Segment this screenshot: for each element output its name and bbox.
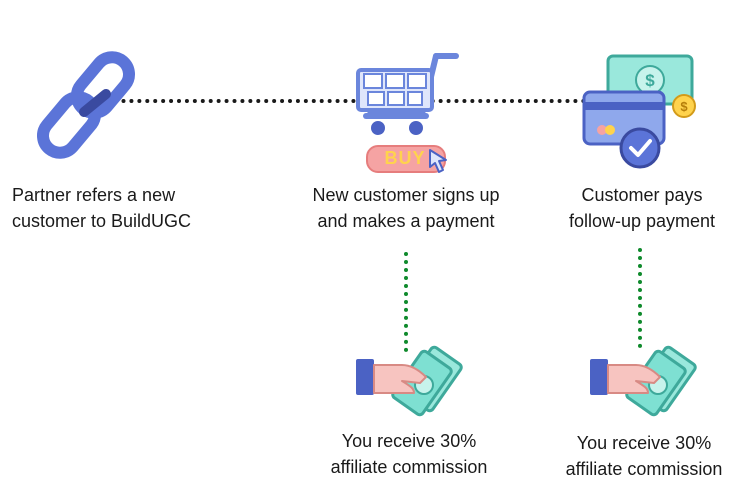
buy-badge-label: BUY	[384, 148, 426, 168]
svg-text:$: $	[680, 99, 688, 114]
cursor-icon	[429, 149, 447, 173]
main-connector-line	[66, 99, 586, 103]
chain-link-icon	[37, 51, 135, 159]
commission-2-label: You receive 30% affiliate commission	[565, 433, 723, 479]
credit-card-icon: $ $	[582, 54, 696, 169]
hand-money-icon	[590, 345, 697, 417]
shopping-cart-icon	[356, 53, 459, 135]
step-1-label: Partner refers a new customer to BuildUG…	[12, 185, 192, 231]
svg-text:$: $	[645, 71, 655, 90]
commission-1-label: You receive 30% affiliate commission	[330, 431, 488, 477]
hand-money-icon	[356, 345, 463, 417]
step-2-label: New customer signs up and makes a paymen…	[312, 185, 500, 231]
branch-connector-1	[404, 252, 408, 352]
branch-connector-2	[638, 248, 642, 348]
step-3-label: Customer pays follow-up payment	[568, 185, 716, 231]
